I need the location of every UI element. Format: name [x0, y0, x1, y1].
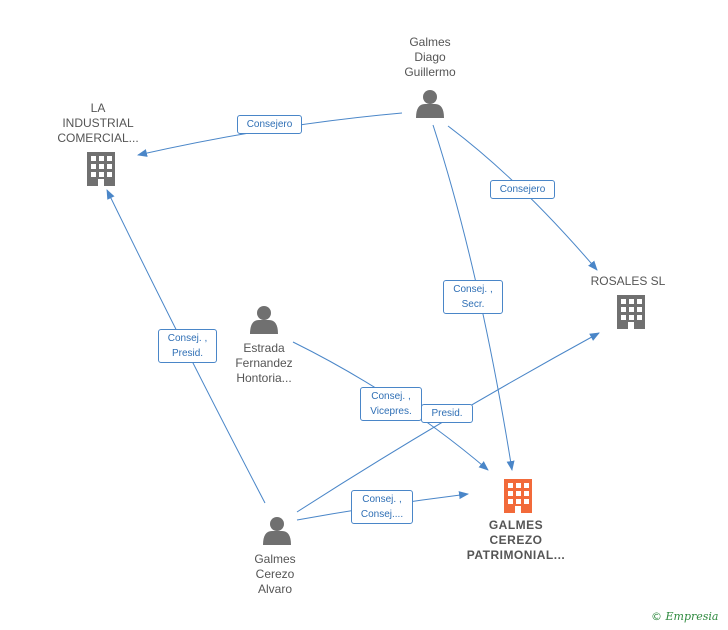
edge-label-consej-presid[interactable]: Consej. , Presid. — [158, 329, 217, 363]
building-icon[interactable] — [617, 295, 645, 329]
person-icon[interactable] — [416, 90, 444, 118]
node-label-la-industrial[interactable]: LA INDUSTRIAL COMERCIAL... — [57, 101, 139, 145]
node-label-rosales[interactable]: ROSALES SL — [590, 274, 666, 288]
edge-label-consejero[interactable]: Consejero — [490, 180, 555, 199]
node-label-galmes-cerezo-alvaro[interactable]: Galmes Cerezo Alvaro — [254, 552, 296, 596]
node-label-galmes-cerezo-patrimonial[interactable]: GALMES CEREZO PATRIMONIAL... — [466, 518, 566, 562]
copyright-icon: © — [651, 610, 662, 623]
footer-brand: © Empresia — [651, 610, 719, 623]
building-icon[interactable] — [87, 152, 115, 186]
person-icon[interactable] — [263, 517, 291, 545]
edge-label-consej-consej[interactable]: Consej. , Consej.... — [351, 490, 413, 524]
building-icon-highlight[interactable] — [504, 479, 532, 513]
edge-label-consej-secr[interactable]: Consej. , Secr. — [443, 280, 503, 314]
node-label-galmes-diago[interactable]: Galmes Diago Guillermo — [404, 35, 456, 79]
brand-name: Empresia — [665, 610, 719, 623]
edge-label-consej-vicepres[interactable]: Consej. , Vicepres. — [360, 387, 422, 421]
edge-label-presid[interactable]: Presid. — [421, 404, 473, 423]
node-label-estrada[interactable]: Estrada Fernandez Hontoria... — [235, 341, 293, 385]
edge-label-consejero[interactable]: Consejero — [237, 115, 302, 134]
person-icon[interactable] — [250, 306, 278, 334]
